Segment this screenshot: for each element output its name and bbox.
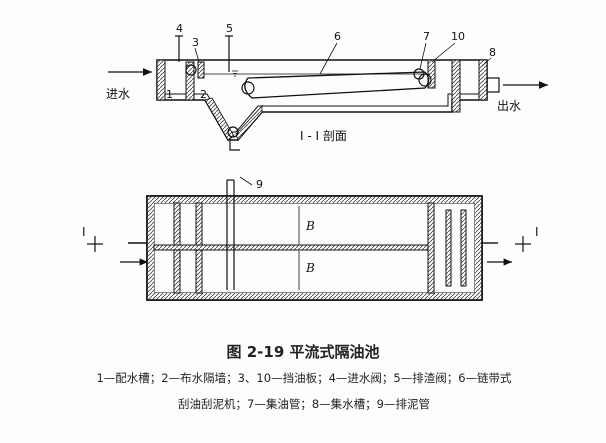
water-level-mark [232,70,238,77]
plan-outlet-divider-c [460,209,467,287]
plan-center-partition [153,244,435,251]
plan-wall-hatch-top [147,196,482,203]
callout-labels: 1 2 3 4 5 6 7 8 9 10 [166,22,496,191]
plan-outlet-divider-a [427,202,435,294]
hopper-sludge-point [227,126,239,138]
outlet-wall [478,59,488,101]
plan-wall-hatch-right [475,196,482,300]
callout-1: 1 [166,88,173,101]
plan-outer-wall-stroke [146,195,483,301]
callout-5: 5 [226,22,233,35]
chain-scraper [244,71,430,99]
section-view [156,35,500,151]
callout-3: 3 [192,36,199,49]
collection-channel-wall [451,59,461,113]
dimension-b-upper: B [305,219,315,233]
callout-10: 10 [451,30,465,43]
sludge-pipe-section [229,140,240,151]
section-marker-right [515,236,531,252]
section-mark-right: I [535,225,539,239]
inlet-oil-pipe [185,64,197,76]
oil-baffle-3 [197,61,205,79]
distribution-wall [185,61,195,101]
section-mark-left: I [82,225,86,239]
dimension-b-lower: B [305,261,315,275]
plan-wall-hatch-left [147,196,154,300]
section-marker-left [87,236,103,252]
outlet-label: 出水 [497,99,521,113]
legend-line-1: 1—配水槽；2—布水隔墙；3、10—挡油板；4—进水阀；5—排渣阀；6—链带式 [96,371,512,385]
leader-lines [194,42,492,186]
separator-diagram: 进水 出水 I - I 剖面 1 2 3 4 5 6 7 8 9 10 [82,22,548,301]
outlet-pipe [486,77,500,93]
legend-line-2: 刮油刮泥机；7—集油管；8—集水槽；9—排泥管 [178,397,430,411]
plan-view [128,179,498,301]
callout-2: 2 [200,88,207,101]
sludge-pipe-plan [226,180,235,290]
figure-caption: 图 2-19 平流式隔油池 [226,343,380,361]
callout-8: 8 [489,46,496,59]
callout-7: 7 [423,30,430,43]
plan-outlet-divider-b [445,209,452,287]
scraper-sprocket-left [241,81,255,95]
section-label: I - I 剖面 [300,129,347,143]
inlet-label: 进水 [106,87,130,101]
callout-9: 9 [256,178,263,191]
hopper-wall-left [204,97,235,141]
callout-6: 6 [334,30,341,43]
inlet-wall [156,59,166,101]
hopper-wall-right [235,104,263,141]
plan-wall-hatch-bottom [147,293,482,300]
callout-4: 4 [176,22,183,35]
